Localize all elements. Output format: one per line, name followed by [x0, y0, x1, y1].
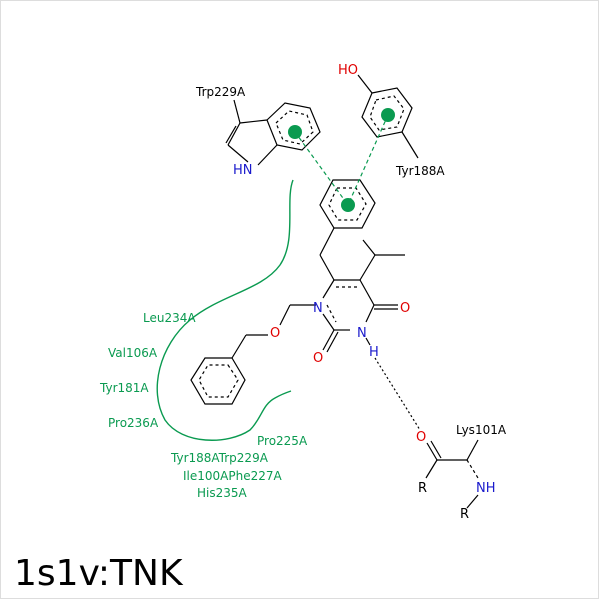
atom-hydroxyl: HO — [338, 63, 358, 78]
atom-lys-carbonyl-o: O — [416, 430, 426, 445]
ligand-phenyl — [319, 179, 376, 229]
atom-lys-nh: NH — [476, 481, 496, 496]
atom-r-group-2: R — [460, 507, 469, 522]
pi-stack-tyr — [347, 114, 389, 206]
atom-indole-nh: HN — [233, 163, 253, 178]
hyd-pro225a: Pro225A — [257, 434, 308, 448]
atom-carbonyl-o2: O — [313, 351, 323, 366]
benzyloxymethyl — [190, 304, 316, 405]
hydrophobic-contact-curve — [156, 179, 294, 441]
tyr188a-phenol — [357, 74, 419, 159]
atom-n3: N — [357, 326, 367, 341]
trp229a-indole — [225, 99, 321, 166]
hyd-line-1: Tyr188ATrp229A — [170, 451, 269, 465]
lys101a-backbone — [425, 439, 479, 509]
atom-carbonyl-o4: O — [400, 301, 410, 316]
hyd-line-3: His235A — [197, 486, 248, 500]
atom-n1: N — [313, 301, 323, 316]
atom-ether-o: O — [270, 326, 280, 341]
label-lys101a: Lys101A — [456, 423, 507, 437]
page-title: 1s1v:TNK — [14, 553, 184, 594]
label-trp229a: Trp229A — [195, 85, 246, 99]
atom-r-group-1: R — [418, 481, 427, 496]
pyrimidine-ring — [322, 239, 405, 353]
hyd-line-2: Ile100APhe227A — [183, 469, 282, 483]
hyd-pro236a: Pro236A — [108, 416, 159, 430]
pi-stack-trp — [294, 131, 349, 206]
hyd-tyr181a: Tyr181A — [99, 381, 149, 395]
hydrogen-bond — [374, 357, 421, 431]
label-tyr188a: Tyr188A — [395, 164, 445, 178]
hyd-val106a: Val106A — [108, 346, 158, 360]
atom-nh-hydrogen: H — [369, 345, 379, 360]
hyd-leu234a: Leu234A — [143, 311, 196, 325]
